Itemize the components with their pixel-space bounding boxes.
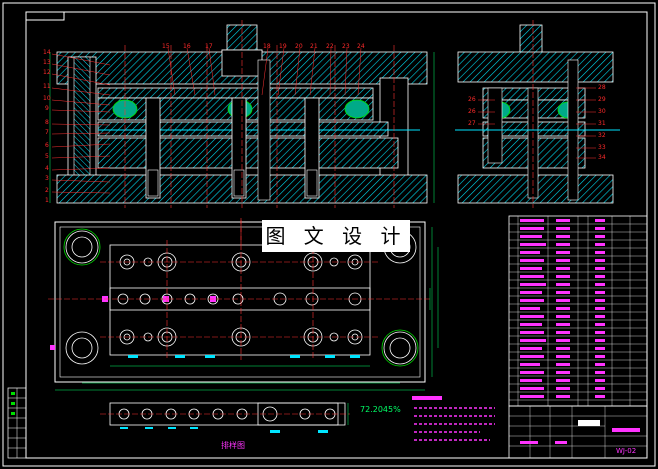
callout-10: 10	[43, 95, 51, 102]
callout-4: 4	[45, 165, 49, 172]
side-section-view	[455, 20, 620, 208]
callout-21: 21	[310, 43, 318, 50]
margin-table	[7, 387, 27, 459]
callout-3: 3	[45, 175, 49, 182]
callout-11: 11	[43, 83, 51, 90]
callout-22: 22	[326, 43, 334, 50]
callout-24: 24	[357, 43, 365, 50]
callout-13: 13	[43, 59, 51, 66]
tech-notes	[412, 396, 495, 441]
callout-7: 7	[45, 129, 49, 136]
callout-28: 28	[598, 84, 606, 91]
callout-16: 16	[183, 43, 191, 50]
callout-6: 6	[45, 142, 49, 149]
callout-29: 29	[598, 96, 606, 103]
callout-9: 9	[45, 105, 49, 112]
callout-15: 15	[162, 43, 170, 50]
front-section-view	[49, 20, 435, 208]
callout-33: 33	[598, 144, 606, 151]
callout-2: 2	[45, 187, 49, 194]
strip-layout	[100, 402, 350, 433]
callout-27: 27	[468, 120, 476, 127]
callout-1: 1	[45, 197, 49, 204]
callout-8: 8	[45, 119, 49, 126]
callout-34: 34	[598, 154, 606, 161]
callout-26a: 26	[468, 96, 476, 103]
plan-view	[48, 218, 439, 391]
callout-20: 20	[295, 43, 303, 50]
title-block	[508, 405, 648, 459]
callout-5: 5	[45, 153, 49, 160]
callout-19: 19	[279, 43, 287, 50]
callout-31: 31	[598, 120, 606, 127]
callout-26b: 26	[468, 108, 476, 115]
callout-32: 32	[598, 132, 606, 139]
callout-12: 12	[43, 69, 51, 76]
drawing-number: WJ-02	[616, 447, 637, 455]
watermark: 图 文 设 计	[262, 220, 410, 252]
callout-30: 30	[598, 108, 606, 115]
material-utilization: 72.2045%	[360, 405, 401, 414]
callout-23: 23	[342, 43, 350, 50]
parts-list	[508, 215, 648, 407]
callout-14: 14	[43, 49, 51, 56]
strip-layout-caption: 排样图	[221, 441, 245, 450]
callout-18: 18	[263, 43, 271, 50]
callout-17: 17	[205, 43, 213, 50]
